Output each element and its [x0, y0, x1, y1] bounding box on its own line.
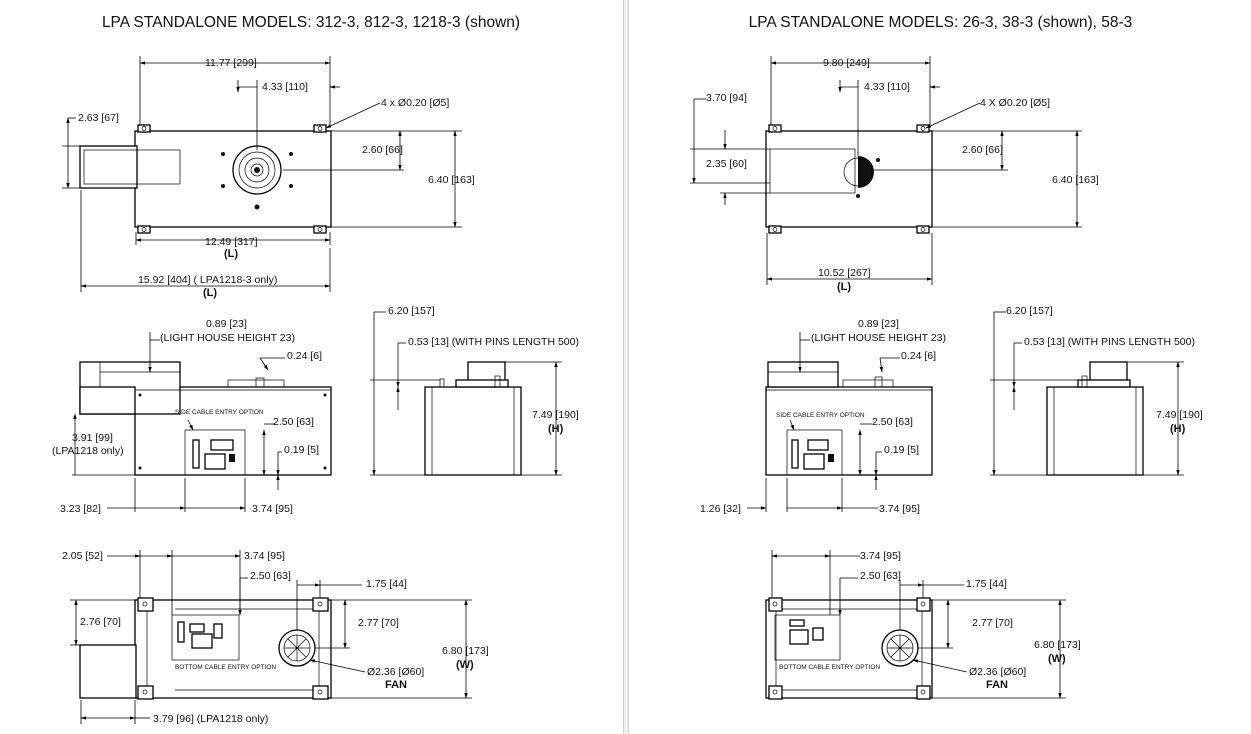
dim-depth-right: 6.40 [163]: [1052, 174, 1099, 186]
bottom-cable-option-right: BOTTOM CABLE ENTRY OPTION: [779, 664, 880, 671]
fan-label-right: FAN: [986, 679, 1008, 691]
top-view-left: 11.77 [299] 4.33 [110] 4 x Ø0.20 [Ø5] 2.…: [62, 56, 475, 299]
dim-offset-left-right: 1.26 [32]: [700, 503, 741, 515]
dim-fan-offset: 4.33 [110]: [262, 81, 308, 93]
dim-offset-left: 3.23 [82]: [60, 503, 101, 515]
dim-pin-offset-right: 0.24 [6]: [901, 350, 936, 362]
dim-depth: 6.40 [163]: [428, 174, 475, 186]
dim-bottom-cable-height: 2.50 [63]: [250, 570, 291, 582]
dim-holes: 4 x Ø0.20 [Ø5]: [381, 97, 449, 109]
bottom-view-right: 3.74 [95] 2.50 [63] 1.75 [44] 2.77 [70] …: [765, 550, 1081, 700]
dim-lighthouse-right: 0.89 [23]: [858, 318, 899, 330]
side-cable-option-right: SIDE CABLE ENTRY OPTION: [776, 412, 865, 419]
dim-lighthouse: 0.89 [23]: [206, 318, 247, 330]
dim-bottom-cable-width: 3.74 [95]: [244, 550, 285, 562]
dim-fan-center: 2.60 [66]: [362, 144, 403, 156]
end-view-left: 6.20 [157] 0.53 [13] (WITH PINS LENGTH 5…: [370, 305, 579, 476]
dim-length: 12.49 [317]: [205, 236, 258, 248]
side-view-lighthouse-right: [767, 361, 839, 388]
dim-fan-dia: Ø2.36 [Ø60]: [367, 666, 424, 678]
end-view-body: [424, 386, 522, 476]
dim-lighthouse-note: (LIGHT HOUSE HEIGHT 23): [160, 332, 295, 344]
dim-side-height-note: (LPA1218 only): [52, 445, 124, 457]
dim-cable-height-right: 2.50 [63]: [872, 416, 913, 428]
panel-divider: [623, 0, 629, 734]
panel-title-right: LPA STANDALONE MODELS: 26-3, 38-3 (shown…: [748, 14, 1133, 31]
dim-bottom-ext-length: 3.79 [96] (LPA1218 only): [153, 713, 268, 725]
drawing-panel-right: LPA STANDALONE MODELS: 26-3, 38-3 (shown…: [630, 0, 1251, 734]
top-view-body-right: [765, 130, 933, 228]
dim-cable-width: 3.74 [95]: [252, 503, 293, 515]
dim-fan-offset-right: 4.33 [110]: [864, 81, 910, 93]
mounting-tabs: [137, 124, 327, 234]
dim-overall-width-right: 9.80 [249]: [823, 57, 870, 69]
dim-bottom-width-tag: (W): [456, 659, 474, 671]
dim-bottom-fan-center-right: 2.77 [70]: [972, 617, 1013, 629]
fan-icon-right: [843, 156, 880, 198]
panel-title-left: LPA STANDALONE MODELS: 312-3, 812-3, 121…: [101, 14, 521, 31]
end-view-right: 6.20 [157] 0.53 [13] (WITH PINS LENGTH 5…: [990, 305, 1203, 476]
dim-bottom-fan-offset-right: 1.75 [44]: [966, 578, 1007, 590]
dim-end-total-right: 6.20 [157]: [1006, 305, 1053, 317]
dim-ext-height-right: 2.35 [60]: [706, 158, 747, 170]
end-view-body-right: [1046, 386, 1144, 476]
bottom-cable-box: [171, 614, 240, 661]
dim-length-tag: (L): [224, 248, 238, 260]
top-view-extension: [79, 145, 138, 189]
dim-bottom-width: 6.80 [173]: [442, 645, 489, 657]
side-view-body-right: [765, 386, 933, 476]
bottom-cable-box-right: [774, 614, 841, 661]
side-cable-option: SIDE CABLE ENTRY OPTION: [175, 409, 264, 416]
bottom-view-extension: [79, 644, 137, 699]
dim-overall-width: 11.77 [299]: [205, 57, 257, 69]
dim-end-pins: 0.53 [13] (WITH PINS LENGTH 500): [408, 336, 579, 348]
dim-cable-width-right: 3.74 [95]: [879, 503, 920, 515]
dim-length-tag-right: (L): [837, 281, 851, 293]
dim-bottom-cable-height-right: 2.50 [63]: [860, 570, 901, 582]
dim-length-1218: 15.92 [404] ( LPA1218-3 only): [138, 274, 277, 286]
side-cable-box: [184, 429, 246, 476]
dim-side-height: 3.91 [99]: [72, 432, 113, 444]
dim-holes-right: 4 X Ø0.20 [Ø5]: [980, 97, 1050, 109]
dim-cable-height: 2.50 [63]: [273, 416, 314, 428]
dim-bottom-width-tag-right: (W): [1048, 653, 1066, 665]
dim-end-total: 6.20 [157]: [388, 305, 435, 317]
drawing-panel-left: LPA STANDALONE MODELS: 312-3, 812-3, 121…: [0, 0, 622, 734]
dim-bottom-cable-width-right: 3.74 [95]: [860, 550, 901, 562]
dim-bottom-fan-center: 2.77 [70]: [358, 617, 399, 629]
dim-end-height: 7.49 [190]: [532, 409, 579, 421]
bottom-cable-option: BOTTOM CABLE ENTRY OPTION: [175, 664, 276, 671]
dim-cable-bottom-right: 0.19 [5]: [884, 444, 919, 456]
dim-bottom-fan-offset: 1.75 [44]: [366, 578, 407, 590]
drawing-right: 9.80 [249] 4.33 [110] 4 X Ø0.20 [Ø5] 3.7…: [690, 56, 1203, 700]
dim-cable-bottom: 0.19 [5]: [284, 444, 319, 456]
dim-bottom-ext-width: 2.76 [70]: [80, 616, 121, 628]
dim-pin-offset: 0.24 [6]: [287, 350, 322, 362]
dim-lighthouse-note-right: (LIGHT HOUSE HEIGHT 23): [811, 332, 946, 344]
bottom-view-left: 2.05 [52] 3.74 [95] 2.50 [63] 1.75 [44] …: [62, 550, 489, 725]
fan-label: FAN: [385, 679, 407, 691]
dim-end-height-right: 7.49 [190]: [1156, 409, 1203, 421]
top-view-ext-inner-right: [769, 148, 856, 194]
dim-fan-center-right: 2.60 [66]: [962, 144, 1003, 156]
dim-bottom-offset: 2.05 [52]: [62, 550, 103, 562]
top-view-right: 9.80 [249] 4.33 [110] 4 X Ø0.20 [Ø5] 3.7…: [690, 56, 1099, 293]
dim-fan-dia-right: Ø2.36 [Ø60]: [969, 666, 1026, 678]
dim-length-1218-tag: (L): [203, 287, 217, 299]
dim-end-height-tag-right: (H): [1170, 423, 1186, 435]
top-view-ext-inner: [83, 149, 181, 185]
dim-ext-top-right: 3.70 [94]: [706, 92, 747, 104]
dim-end-pins-right: 0.53 [13] (WITH PINS LENGTH 500): [1024, 336, 1195, 348]
dim-end-height-tag: (H): [548, 423, 564, 435]
side-view-left: 0.89 [23] (LIGHT HOUSE HEIGHT 23) 0.24 […: [52, 318, 332, 515]
dim-ext-height: 2.63 [67]: [78, 112, 119, 124]
dim-bottom-width-right: 6.80 [173]: [1034, 639, 1081, 651]
drawing-left: 11.77 [299] 4.33 [110] 4 x Ø0.20 [Ø5] 2.…: [52, 56, 579, 725]
top-view-body: [134, 130, 332, 228]
bottom-fan-icon: [278, 629, 316, 667]
bottom-fan-icon-right: [881, 629, 919, 667]
side-view-right: 0.89 [23] (LIGHT HOUSE HEIGHT 23) 0.24 […: [700, 318, 946, 515]
dim-length-right: 10.52 [267]: [818, 267, 871, 279]
side-cable-box-right: [786, 429, 843, 476]
